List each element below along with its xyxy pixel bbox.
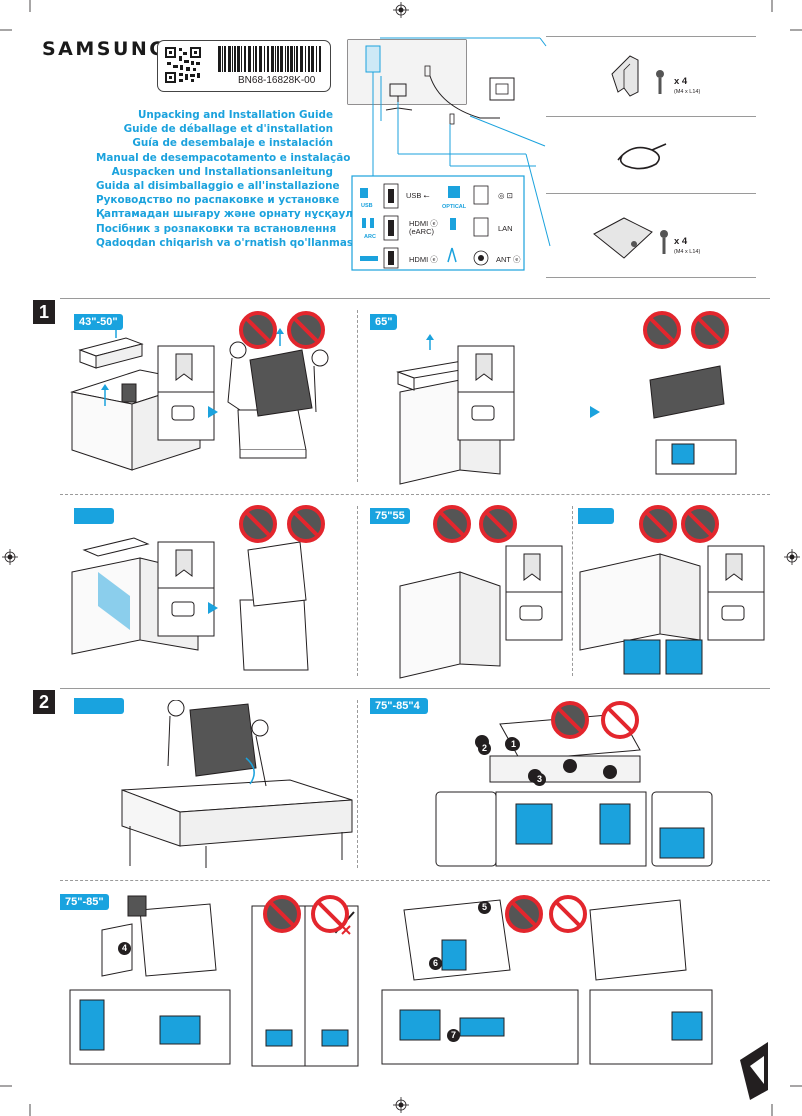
size-tag-75-85: 75"-85"4 — [370, 698, 428, 714]
barcode-bar — [305, 46, 306, 72]
accessory-divider — [546, 193, 756, 194]
step-1-number: 1 — [33, 300, 55, 324]
barcode-bar — [264, 46, 265, 72]
section-1-rule — [60, 298, 770, 299]
ant-label: ANT ⓔ — [496, 255, 521, 264]
arc-tag: ARC — [364, 234, 376, 240]
barcode-bar — [253, 46, 254, 72]
barcode-bar — [248, 46, 251, 72]
section-divider — [572, 506, 573, 676]
barcode-bar — [271, 46, 274, 72]
barcode-bar — [294, 46, 295, 72]
size-tag-75: 75"55 — [370, 508, 410, 524]
adapter-screw-spec: (M4 x L14) — [674, 249, 701, 255]
callout-4: 4 — [118, 942, 131, 955]
qr-code-icon — [164, 46, 202, 84]
guide-title-7: Қаптамадан шығару және орнату нұсқаулығы — [96, 208, 378, 221]
barcode-bar — [237, 46, 240, 72]
accessory-divider — [546, 36, 756, 37]
size-tag-75-85-b: 75"-85" — [60, 894, 109, 910]
installation-illustrations — [69, 700, 768, 1100]
guide-title-4: Auspacken und Installationsanleitung — [111, 165, 333, 178]
barcode-bar — [228, 46, 231, 72]
hdmi-port-label: HDMI ⓔ — [409, 255, 438, 264]
barcode-bar — [311, 46, 314, 72]
unpacking-illustrations — [70, 311, 765, 679]
row-divider — [60, 494, 770, 495]
guide-title-6: Руководство по распаковке и установке — [96, 194, 340, 207]
row-divider — [60, 880, 770, 881]
barcode-bar — [290, 46, 293, 72]
samsung-logo: SAMSUNG — [42, 38, 168, 60]
barcode-bar — [287, 46, 289, 72]
barcode-bar — [300, 46, 303, 72]
product-label — [157, 40, 331, 92]
section-divider — [357, 700, 358, 868]
wall-adapter-icon — [593, 217, 668, 259]
barcode-bar — [308, 46, 310, 72]
barcode-bar — [218, 46, 221, 72]
callout-6: 6 — [429, 957, 442, 970]
guide-title-8: Посібник з розпаковки та встановлення — [96, 222, 337, 235]
usb-port-label: USB ⭠ — [406, 191, 430, 200]
size-tag-blank — [74, 508, 114, 524]
section-divider — [357, 310, 358, 482]
barcode-bar — [244, 46, 246, 72]
barcode-bar — [234, 46, 236, 72]
barcode-bar — [316, 46, 317, 72]
step-2-number: 2 — [33, 690, 55, 714]
optical-tag: OPTICAL — [442, 204, 467, 210]
barcode-bar — [285, 46, 286, 72]
guide-title-5: Guida al disimballaggio e all'installazi… — [96, 180, 340, 193]
barcode-bar — [255, 46, 257, 72]
callout-3: 3 — [533, 773, 546, 786]
screw-spec: (M4 x L14) — [674, 89, 701, 95]
adapter-screw-quantity: x 4 — [674, 236, 688, 247]
barcode-bar — [280, 46, 283, 72]
barcode — [218, 46, 321, 72]
tv-connection-diagram — [347, 37, 551, 271]
accessory-divider — [546, 116, 756, 117]
section-divider — [357, 506, 358, 676]
barcode-bar — [296, 46, 298, 72]
optical-symbol: ◎ ⊡ — [498, 191, 513, 200]
size-tag-43-50: 43"-50" — [74, 314, 123, 330]
barcode-bar — [267, 46, 269, 72]
callout-2: 2 — [478, 742, 491, 755]
guide-title-1: Guide de déballage et d'installation — [123, 123, 333, 136]
guide-title-3: Manual de desempacotamento e instalação — [96, 151, 351, 164]
size-tag-blank-2 — [578, 508, 614, 524]
size-tag-65: 65" — [370, 314, 398, 330]
barcode-bar — [232, 46, 233, 72]
hdmi-earc-label: HDMI ⓔ (eARC) — [409, 219, 438, 236]
screw-quantity: x 4 — [674, 76, 688, 87]
lan-label: LAN — [498, 224, 513, 233]
callout-5: 5 — [478, 901, 491, 914]
barcode-bar — [224, 46, 226, 72]
section-2-rule — [60, 688, 770, 689]
callout-7: 7 — [447, 1029, 460, 1042]
barcode-bar — [222, 46, 223, 72]
cable-holder-icon — [617, 143, 667, 170]
barcode-bar — [241, 46, 242, 72]
guide-title-0: Unpacking and Installation Guide — [137, 109, 333, 121]
usb-tag: USB — [361, 203, 373, 209]
guide-title-2: Guía de desembalaje e instalación — [132, 137, 333, 150]
barcode-bar — [275, 46, 276, 72]
part-code: BN68-16828K-00 — [238, 75, 316, 86]
callout-1: 1 — [507, 738, 520, 751]
barcode-bar — [277, 46, 279, 72]
stand-bracket-icon — [611, 55, 664, 97]
guide-title-9: Qadoqdan chiqarish va o'rnatish qo'llanm… — [96, 236, 357, 249]
barcode-bar — [259, 46, 262, 72]
size-tag-blank-3 — [74, 698, 124, 714]
barcode-bar — [319, 46, 321, 72]
registration-mark-top — [393, 2, 409, 18]
accessory-divider — [546, 277, 756, 278]
